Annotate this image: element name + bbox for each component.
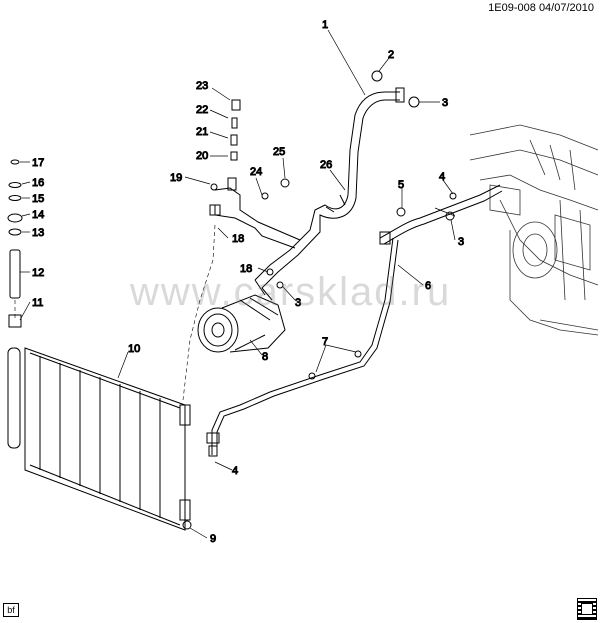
diagram-date: 04/07/2010 bbox=[538, 2, 594, 14]
callout-8: 8 bbox=[262, 351, 268, 363]
callout-16: 16 bbox=[32, 177, 44, 189]
liquid-line-6 bbox=[206, 237, 399, 457]
callout-26: 26 bbox=[320, 159, 332, 171]
callout-14: 14 bbox=[32, 209, 44, 221]
callout-18-b: 18 bbox=[240, 263, 252, 275]
callout-6: 6 bbox=[425, 280, 431, 292]
callout-19: 19 bbox=[170, 172, 182, 184]
watermark: www.carsklad.ru bbox=[130, 270, 452, 314]
callout-12: 12 bbox=[32, 267, 44, 279]
callout-22: 22 bbox=[196, 104, 208, 116]
callout-17: 17 bbox=[32, 157, 44, 169]
callout-4-a: 4 bbox=[439, 171, 445, 183]
line-4-upper bbox=[379, 184, 503, 245]
diagram-code: 1E09-008 bbox=[488, 2, 536, 14]
callout-23: 23 bbox=[196, 80, 208, 92]
callout-9: 9 bbox=[210, 533, 216, 545]
footer-tag: bf bbox=[3, 603, 19, 617]
callout-3-c: 3 bbox=[295, 297, 301, 309]
diagram-header: 1E09-008 04/07/2010 bbox=[488, 2, 594, 14]
compressor-8 bbox=[197, 279, 286, 353]
callout-25: 25 bbox=[273, 146, 285, 158]
callout-1: 1 bbox=[322, 19, 328, 31]
callout-4-b: 4 bbox=[232, 465, 238, 477]
discharge-hose bbox=[209, 177, 301, 249]
condenser-10 bbox=[24, 347, 191, 531]
brand-logo-icon bbox=[577, 598, 597, 620]
callout-21: 21 bbox=[196, 126, 208, 138]
callout-3-a: 3 bbox=[442, 97, 448, 109]
callout-18-a: 18 bbox=[232, 233, 244, 245]
callout-13: 13 bbox=[32, 227, 44, 239]
callout-24: 24 bbox=[250, 166, 262, 178]
callout-20: 20 bbox=[196, 150, 208, 162]
callout-2: 2 bbox=[388, 49, 394, 61]
suction-hose-1 bbox=[254, 87, 405, 289]
callout-10: 10 bbox=[128, 343, 140, 355]
small-fittings bbox=[182, 70, 420, 530]
receiver-dryer bbox=[7, 159, 23, 449]
callout-3-b: 3 bbox=[458, 236, 464, 248]
callout-7: 7 bbox=[322, 336, 328, 348]
guide-lines bbox=[14, 224, 216, 401]
callout-15: 15 bbox=[32, 193, 44, 205]
leader-lines bbox=[19, 29, 456, 539]
engine-compartment bbox=[469, 124, 599, 336]
callout-11: 11 bbox=[32, 297, 43, 309]
callout-5: 5 bbox=[398, 179, 404, 191]
